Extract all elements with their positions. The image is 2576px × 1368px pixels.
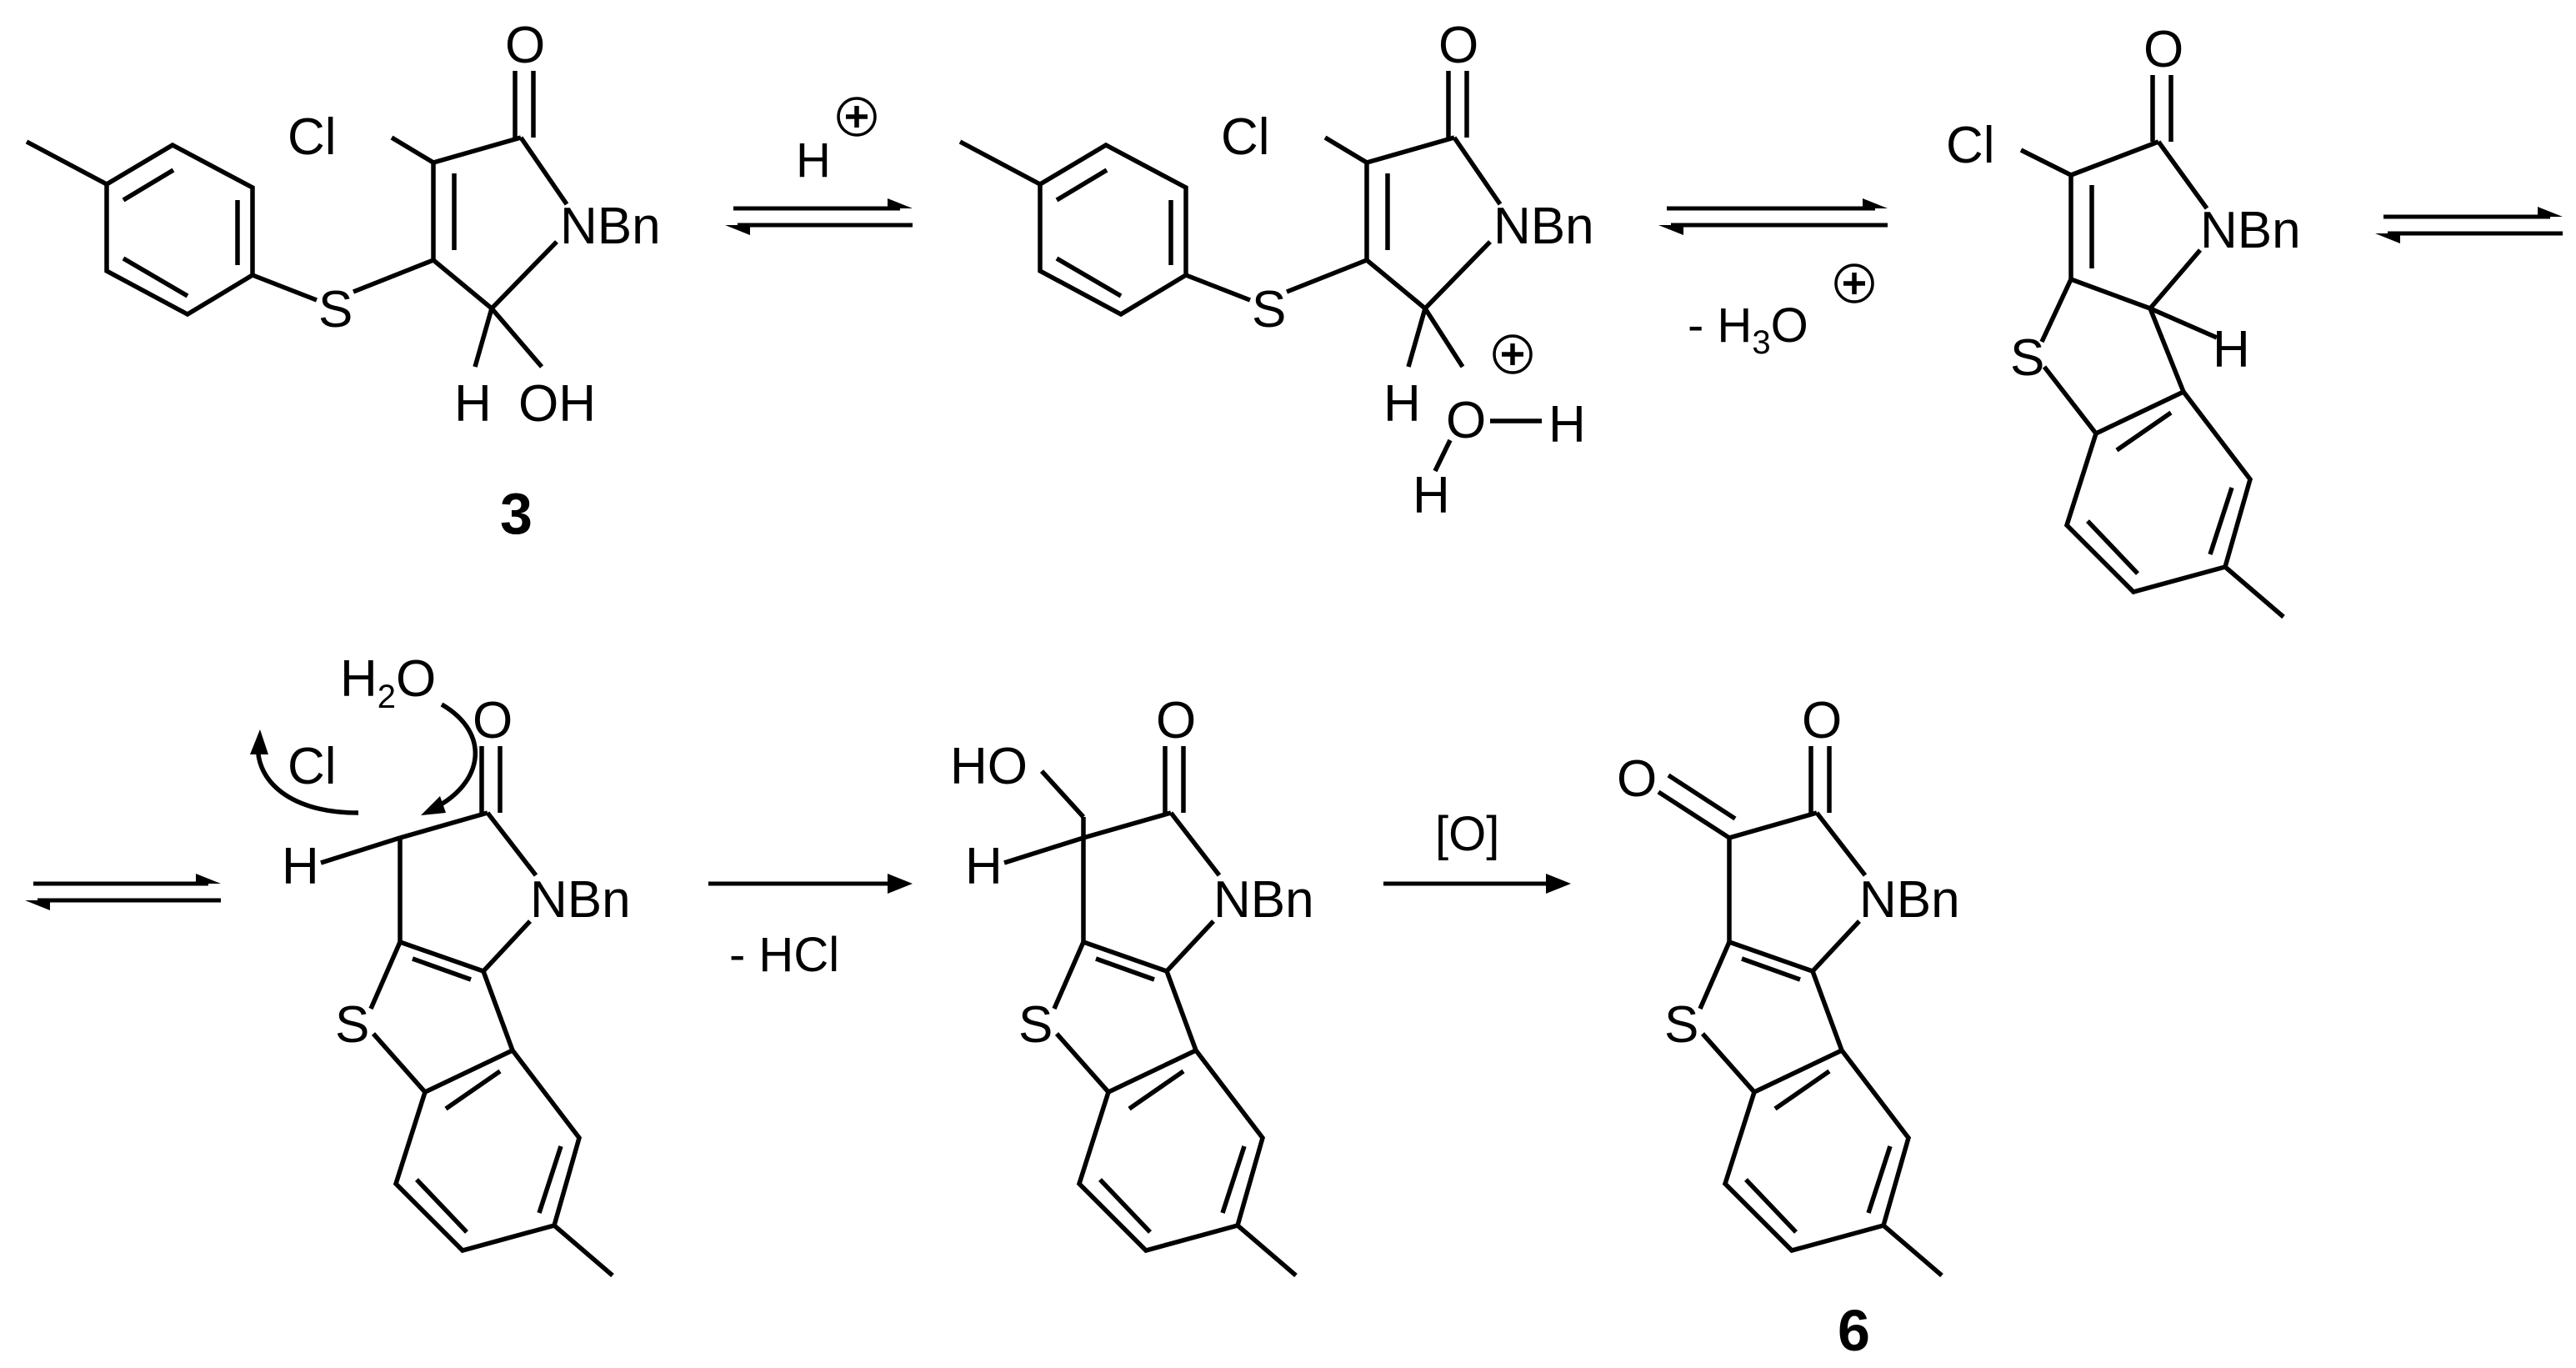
atom-h2o: H2O <box>340 650 436 715</box>
curved-arrow-head <box>250 729 268 754</box>
atom-nbn: NBn <box>1859 871 1960 929</box>
intermediate-protonated: S Cl O NBn H O H H <box>958 17 1594 524</box>
intermediate-chloro: H2O Cl H O NBn S <box>250 650 631 1278</box>
condition-oxidant: [O] <box>1435 807 1499 861</box>
compound-6: O O NBn S 6 <box>1617 692 1960 1363</box>
charge-plus <box>838 98 875 135</box>
condition-minus-hcl: - HCl <box>729 928 839 982</box>
atom-h: H <box>1413 467 1450 524</box>
condition-h: H <box>796 133 831 188</box>
compound-label-3: 3 <box>500 481 533 546</box>
atom-o: O <box>1617 750 1657 808</box>
atom-s: S <box>2010 329 2044 387</box>
atom-nbn: NBn <box>1213 871 1314 929</box>
condition-minus-h3o: - H3O <box>1688 298 1808 361</box>
atom-o: O <box>473 692 513 749</box>
equilibrium-arrow-2: - H3O <box>1658 198 1888 361</box>
atom-ho: HO <box>950 738 1028 795</box>
charge-plus <box>1836 265 1873 302</box>
atom-s: S <box>1018 996 1053 1054</box>
pyrrolone-ring <box>352 71 569 368</box>
atom-h: H <box>454 375 492 433</box>
atom-nbn: NBn <box>560 198 661 255</box>
intermediate-hydroxy: HO H O NBn S <box>950 692 1314 1278</box>
atom-s: S <box>1252 281 1286 338</box>
atom-cl: Cl <box>1946 117 1995 174</box>
equilibrium-arrow-3 <box>2375 207 2563 243</box>
atom-s: S <box>318 281 353 338</box>
atom-o: O <box>1438 17 1478 74</box>
compound-label-6: 6 <box>1838 1298 1870 1363</box>
equilibrium-arrow-4 <box>25 874 221 910</box>
atom-cl: Cl <box>288 738 337 795</box>
atom-cl: Cl <box>288 108 337 166</box>
atom-o: O <box>1446 392 1486 449</box>
atom-s: S <box>335 996 369 1054</box>
atom-h: H <box>1548 396 1586 453</box>
reaction-arrow-hcl: - HCl <box>708 874 913 982</box>
atom-oh: OH <box>518 375 596 433</box>
reaction-arrow-oxidation: [O] <box>1383 807 1571 894</box>
atom-nbn: NBn <box>530 871 631 929</box>
atom-o: O <box>1802 692 1842 749</box>
charge-plus <box>1494 336 1531 373</box>
atom-cl: Cl <box>1221 108 1270 166</box>
atom-s: S <box>1664 996 1698 1054</box>
curved-arrow-head <box>421 796 446 815</box>
atom-h: H <box>2213 321 2250 378</box>
atom-o: O <box>505 17 545 74</box>
atom-h: H <box>1383 375 1421 433</box>
atom-nbn: NBn <box>2200 202 2301 259</box>
atom-h: H <box>965 838 1003 895</box>
tolyl-ring <box>25 139 318 318</box>
atom-o: O <box>2143 21 2183 78</box>
equilibrium-arrow-1: H <box>725 98 913 235</box>
compound-3: S Cl O NBn H OH 3 <box>25 17 661 546</box>
intermediate-cyclized: Cl O NBn H S <box>1946 21 2301 619</box>
atom-h: H <box>282 838 319 895</box>
atom-o: O <box>1156 692 1196 749</box>
atom-nbn: NBn <box>1493 198 1594 255</box>
